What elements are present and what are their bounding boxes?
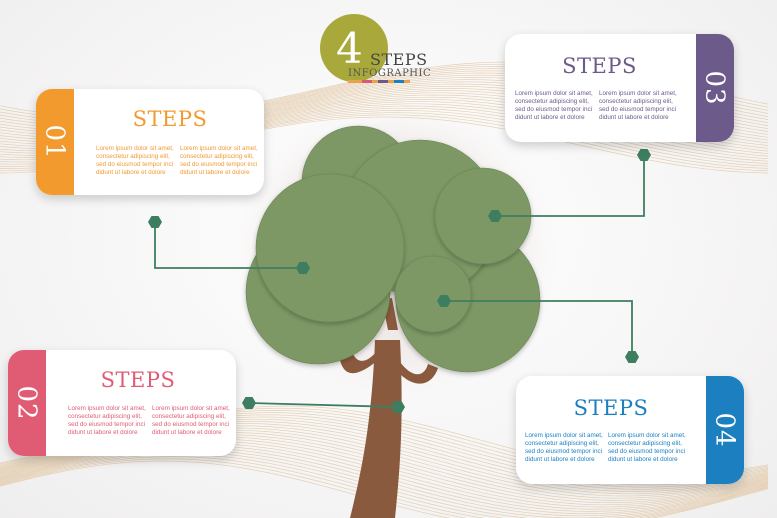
hex-node-03a (637, 149, 651, 161)
connector-step-02 (248, 402, 399, 408)
hex-node-02a (242, 397, 256, 409)
hex-node-03b (488, 210, 502, 222)
step-number-tab-01: 01 (36, 89, 74, 195)
step-title-02: STEPS (100, 368, 176, 392)
step-title-01: STEPS (132, 107, 208, 131)
step-card-01: 01 STEPS Lorem ipsum dolor sit amet, con… (36, 89, 264, 195)
step-number-tab-04: 04 (706, 376, 744, 484)
step-number-03: 03 (700, 70, 730, 106)
step-number-02: 02 (12, 385, 42, 421)
step-card-02: 02 STEPS Lorem ipsum dolor sit amet, con… (8, 350, 236, 456)
header-steps-label: STEPS (370, 50, 428, 69)
step-text-01-col1: Lorem ipsum dolor sit amet, consectetur … (96, 145, 174, 176)
step-text-02-col2: Lorem ipsum dolor sit amet, consectetur … (152, 405, 230, 436)
step-text-03-col1: Lorem ipsum dolor sit amet, consectetur … (515, 90, 593, 121)
step-title-04: STEPS (573, 396, 649, 420)
tree-foliage (245, 125, 541, 373)
step-text-03-col2: Lorem ipsum dolor sit amet, consectetur … (599, 90, 677, 121)
step-text-04-col2: Lorem ipsum dolor sit amet, consectetur … (608, 432, 686, 463)
step-card-03: 03 STEPS Lorem ipsum dolor sit amet, con… (505, 34, 734, 142)
connector-step-03 (495, 155, 645, 217)
infographic-header: 4 STEPS INFOGRAPHIC (318, 14, 432, 88)
step-number-tab-03: 03 (696, 34, 734, 142)
hex-node-01a (148, 216, 162, 228)
step-card-04: 04 STEPS Lorem ipsum dolor sit amet, con… (516, 376, 744, 484)
step-number-tab-02: 02 (8, 350, 46, 456)
hex-node-04a (437, 295, 451, 307)
step-number-01: 01 (40, 124, 70, 160)
step-number-04: 04 (710, 412, 740, 448)
connector-step-01 (154, 222, 303, 269)
header-circle (320, 14, 410, 83)
hex-node-01b (296, 262, 310, 274)
step-text-01-col2: Lorem ipsum dolor sit amet, consectetur … (180, 145, 258, 176)
header-infographic-label: INFOGRAPHIC (348, 68, 432, 79)
hex-node-02b (391, 401, 405, 413)
hex-node-04b (625, 351, 639, 363)
step-title-03: STEPS (562, 54, 637, 78)
header-number: 4 (336, 24, 363, 73)
connector-step-04 (444, 300, 633, 357)
step-text-04-col1: Lorem ipsum dolor sit amet, consectetur … (525, 432, 603, 463)
step-text-02-col1: Lorem ipsum dolor sit amet, consectetur … (68, 405, 146, 436)
